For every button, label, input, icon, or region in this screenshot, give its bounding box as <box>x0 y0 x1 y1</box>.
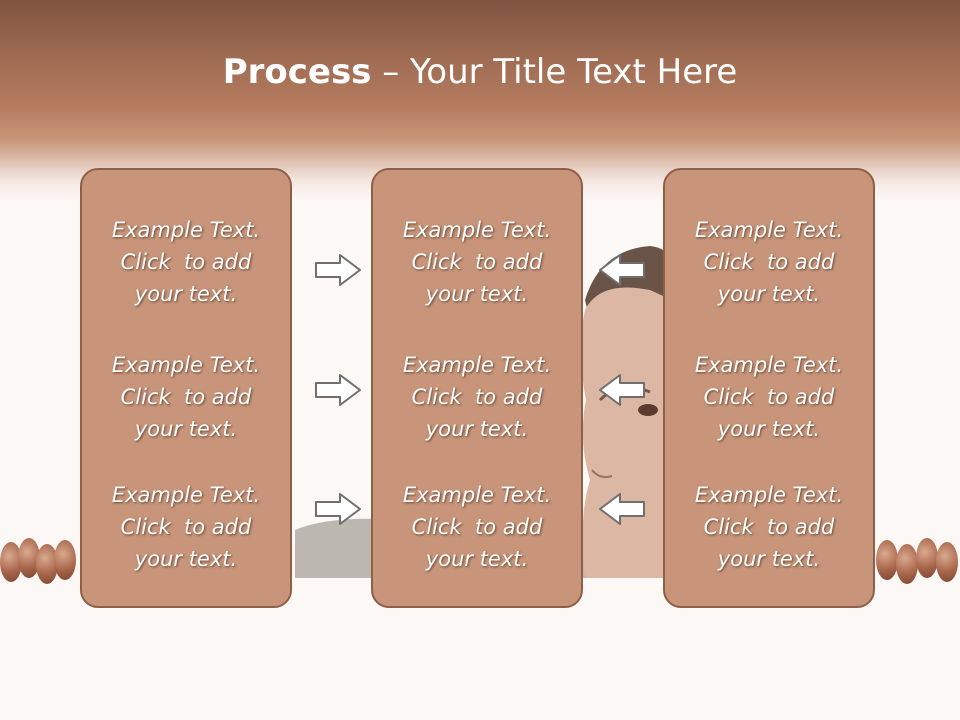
block-line: your text. <box>717 547 821 571</box>
process-column-2[interactable]: Example Text. Click to add your text. Ex… <box>371 168 583 608</box>
block-line: Click to add <box>120 250 252 274</box>
block-line: your text. <box>425 282 529 306</box>
block-line: your text. <box>134 282 238 306</box>
right-arrow-icon <box>315 254 361 286</box>
beans-right <box>876 536 960 584</box>
left-arrow-icon <box>599 254 645 286</box>
column-1-block-2[interactable]: Example Text. Click to add your text. <box>82 349 290 445</box>
block-line: Click to add <box>120 515 252 539</box>
block-line: Example Text. <box>402 353 552 377</box>
block-line: Example Text. <box>111 353 261 377</box>
block-line: Click to add <box>411 515 543 539</box>
block-line: your text. <box>134 417 238 441</box>
title-rest: – Your Title Text Here <box>371 52 738 92</box>
block-line: Example Text. <box>402 483 552 507</box>
block-line: your text. <box>425 417 529 441</box>
block-line: Click to add <box>703 250 835 274</box>
block-line: your text. <box>425 547 529 571</box>
right-arrow-icon <box>315 374 361 406</box>
block-line: Example Text. <box>694 353 844 377</box>
column-1-block-3[interactable]: Example Text. Click to add your text. <box>82 479 290 575</box>
column-3-block-1[interactable]: Example Text. Click to add your text. <box>665 214 873 310</box>
right-arrow-icon <box>315 493 361 525</box>
process-column-3[interactable]: Example Text. Click to add your text. Ex… <box>663 168 875 608</box>
block-line: Example Text. <box>402 218 552 242</box>
block-line: Click to add <box>120 385 252 409</box>
title-bold: Process <box>222 52 372 92</box>
block-line: Click to add <box>703 515 835 539</box>
column-1-block-1[interactable]: Example Text. Click to add your text. <box>82 214 290 310</box>
left-arrow-icon <box>599 493 645 525</box>
column-2-block-2[interactable]: Example Text. Click to add your text. <box>373 349 581 445</box>
column-2-block-3[interactable]: Example Text. Click to add your text. <box>373 479 581 575</box>
column-2-block-1[interactable]: Example Text. Click to add your text. <box>373 214 581 310</box>
left-arrow-icon <box>599 374 645 406</box>
block-line: your text. <box>717 417 821 441</box>
beans-left <box>0 536 80 584</box>
block-line: Example Text. <box>111 483 261 507</box>
process-column-1[interactable]: Example Text. Click to add your text. Ex… <box>80 168 292 608</box>
block-line: Click to add <box>411 250 543 274</box>
header-band <box>0 0 960 200</box>
block-line: Example Text. <box>694 483 844 507</box>
block-line: Click to add <box>703 385 835 409</box>
block-line: Example Text. <box>111 218 261 242</box>
block-line: your text. <box>717 282 821 306</box>
column-3-block-2[interactable]: Example Text. Click to add your text. <box>665 349 873 445</box>
column-3-block-3[interactable]: Example Text. Click to add your text. <box>665 479 873 575</box>
slide-title[interactable]: Process – Your Title Text Here <box>0 52 960 92</box>
block-line: your text. <box>134 547 238 571</box>
block-line: Example Text. <box>694 218 844 242</box>
block-line: Click to add <box>411 385 543 409</box>
